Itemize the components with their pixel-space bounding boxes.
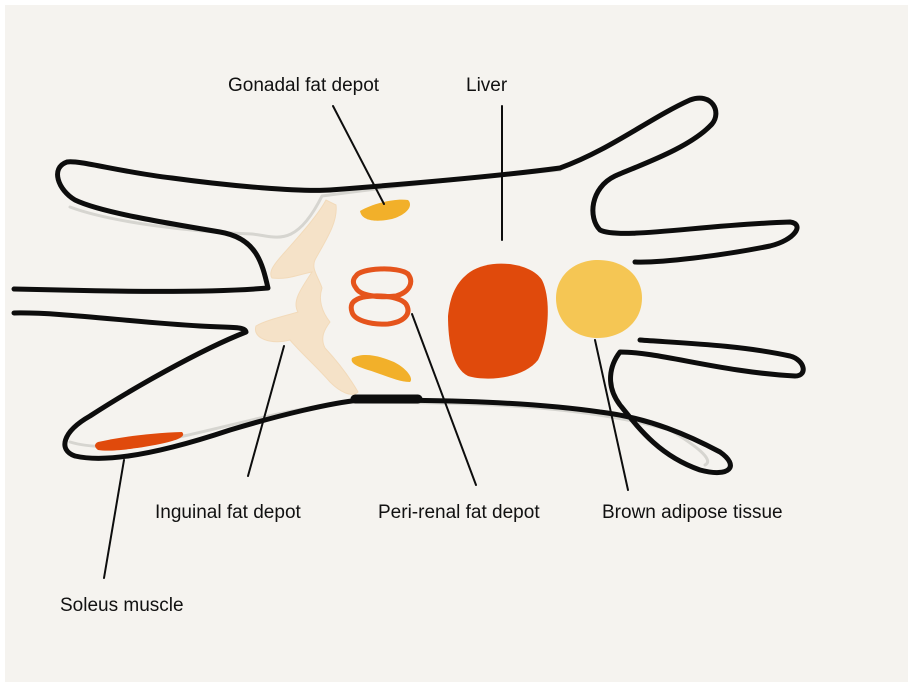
- liver-shape: [448, 264, 548, 379]
- inguinal-fat-depot-shape: [255, 200, 358, 394]
- gonadal-fat-upper-shape: [360, 200, 410, 221]
- gonadal-fat-lower-shape: [352, 355, 411, 382]
- soleus-muscle-label: Soleus muscle: [60, 596, 184, 615]
- soleus-leader-line: [104, 460, 124, 578]
- perirenal-fat-depot-shape: [351, 269, 410, 324]
- upper-right-limb-outline: [330, 98, 797, 262]
- brown-adipose-tissue-label: Brown adipose tissue: [602, 503, 783, 522]
- brown-adipose-shape: [556, 260, 642, 338]
- liver-label: Liver: [466, 76, 507, 95]
- inguinal-leader-line: [248, 346, 284, 476]
- gonadal-fat-depot-label: Gonadal fat depot: [228, 76, 379, 95]
- inguinal-fat-depot-label: Inguinal fat depot: [155, 503, 301, 522]
- lower-right-limb-outline: [360, 340, 803, 473]
- perirenal-fat-depot-label: Peri-renal fat depot: [378, 503, 540, 522]
